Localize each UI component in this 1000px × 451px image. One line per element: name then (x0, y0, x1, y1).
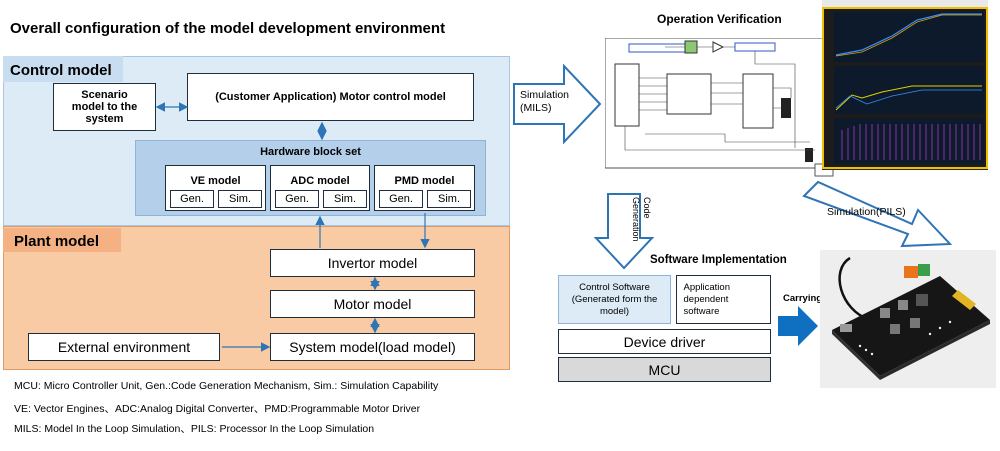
scenario-model-label: Scenario model to the system (71, 89, 138, 125)
application-software-label: Application dependent software (683, 281, 730, 317)
application-software-box: Application dependent software (676, 275, 771, 324)
software-implementation-title: Software Implementation (650, 254, 787, 266)
footnote-2: VE: Vector Engines、ADC:Analog Digital Co… (14, 403, 421, 415)
external-environment-box: External environment (28, 333, 220, 361)
ve-sim-box: Sim. (218, 190, 262, 208)
adc-sim-label: Sim. (334, 193, 356, 205)
mils-arrow (513, 64, 602, 144)
external-environment-label: External environment (57, 339, 191, 355)
control-software-label: Control Software (Generated form the mod… (571, 281, 658, 317)
left-connectors (155, 102, 430, 352)
device-driver-label: Device driver (623, 333, 706, 350)
motor-model-label: Motor model (333, 296, 412, 312)
system-model-label: System model(load model) (289, 339, 456, 355)
ve-model-label: VE model (190, 175, 241, 187)
mcu-box: MCU (558, 357, 771, 382)
motor-model-box: Motor model (270, 290, 475, 318)
carrying-label: Carrying (783, 293, 823, 304)
motor-control-model-box: (Customer Application) Motor control mod… (187, 73, 474, 121)
invertor-model-box: Invertor model (270, 249, 475, 277)
operation-verification-title: Operation Verification (657, 12, 782, 26)
control-model-label: Control model (10, 62, 112, 79)
adc-sim-box: Sim. (323, 190, 367, 208)
pmd-gen-box: Gen. (379, 190, 423, 208)
carrying-arrow (778, 306, 818, 346)
mils-label: Simulation (MILS) (520, 89, 570, 114)
system-model-box: System model(load model) (270, 333, 475, 361)
ve-gen-box: Gen. (170, 190, 214, 208)
pmd-model-label: PMD model (394, 175, 455, 187)
pils-label: Simulation(PILS) (827, 206, 906, 218)
plant-model-label-bg (3, 228, 121, 252)
hardware-block-set-label: Hardware block set (260, 146, 361, 158)
control-model-label-bg (3, 56, 123, 82)
scenario-model-box: Scenario model to the system (53, 83, 156, 131)
ve-gen-label: Gen. (180, 193, 204, 205)
evaluation-board-photo (820, 250, 996, 388)
ve-sim-label: Sim. (229, 193, 251, 205)
adc-gen-label: Gen. (285, 193, 309, 205)
pmd-gen-label: Gen. (389, 193, 413, 205)
code-generation-arrow (594, 193, 654, 270)
adc-gen-box: Gen. (275, 190, 319, 208)
footnote-3: MILS: Model In the Loop Simulation、PILS:… (14, 423, 375, 435)
scope-screenshot (822, 0, 988, 170)
control-software-box: Control Software (Generated form the mod… (558, 275, 671, 324)
pils-arrow (802, 180, 953, 248)
mcu-label: MCU (648, 361, 681, 378)
simulink-model-screenshot (605, 38, 834, 177)
plant-model-label: Plant model (14, 233, 100, 250)
device-driver-box: Device driver (558, 329, 771, 354)
pmd-sim-label: Sim. (438, 193, 460, 205)
motor-control-model-label: (Customer Application) Motor control mod… (215, 91, 446, 103)
code-generation-label: Code Generation (631, 197, 652, 242)
diagram-title: Overall configuration of the model devel… (10, 20, 446, 37)
footnote-1: MCU: Micro Controller Unit, Gen.:Code Ge… (14, 380, 439, 392)
invertor-model-label: Invertor model (327, 255, 418, 271)
pmd-sim-box: Sim. (427, 190, 471, 208)
adc-model-label: ADC model (290, 175, 350, 187)
